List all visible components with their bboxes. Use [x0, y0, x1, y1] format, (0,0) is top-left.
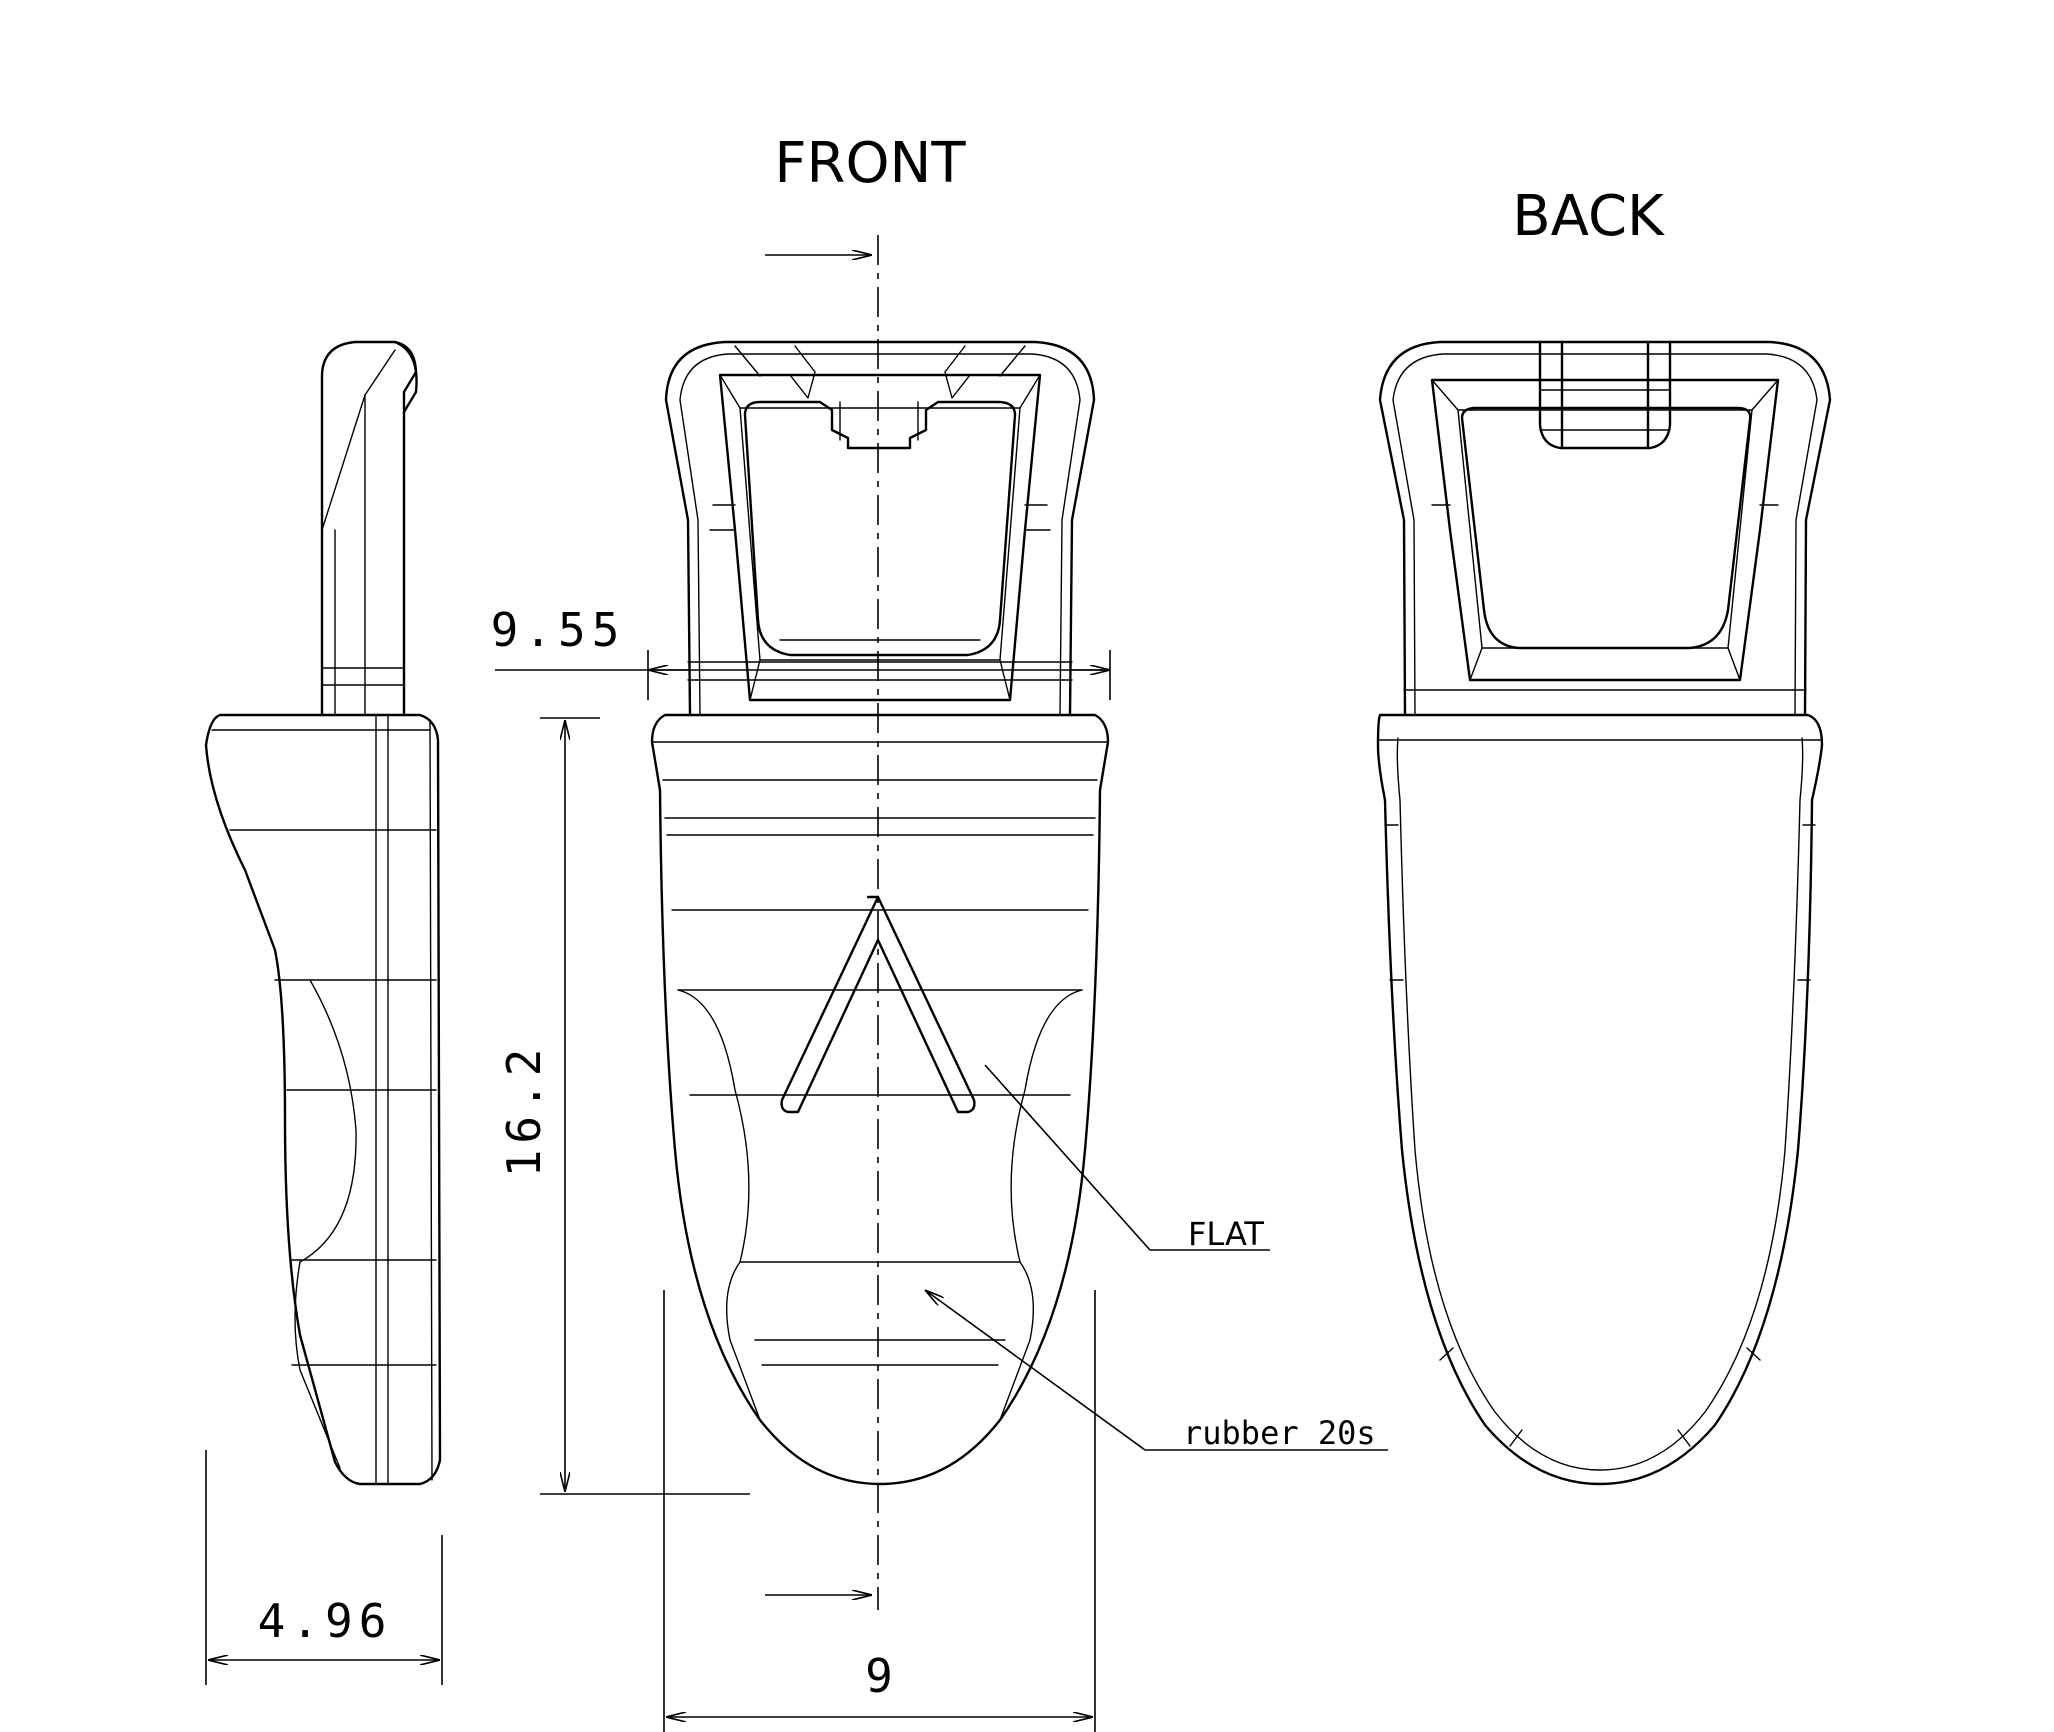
dimension-side-thickness-label: 4.96 [258, 1594, 393, 1648]
callout-material-label: rubber 20s [1183, 1414, 1376, 1452]
front-view-title: FRONT [774, 131, 966, 196]
dimension-body-length: 16.2 [497, 717, 750, 1495]
dimension-body-width-label: 9 [865, 1649, 893, 1703]
dimension-top-width-label: 9.55 [491, 603, 626, 657]
front-view [650, 340, 1110, 1486]
callout-flat-label: FLAT [1188, 1215, 1264, 1253]
callout-flat: FLAT [984, 1064, 1270, 1253]
back-view-title: BACK [1512, 184, 1665, 249]
dimension-top-width: 9.55 [491, 603, 1111, 700]
back-view [1376, 340, 1832, 1486]
callout-material: rubber 20s [925, 1290, 1388, 1452]
dimension-body-width: 9 [663, 1290, 1096, 1732]
dimension-side-thickness: 4.96 [205, 1450, 443, 1685]
side-view [204, 340, 442, 1486]
dimension-body-length-label: 16.2 [497, 1043, 551, 1178]
